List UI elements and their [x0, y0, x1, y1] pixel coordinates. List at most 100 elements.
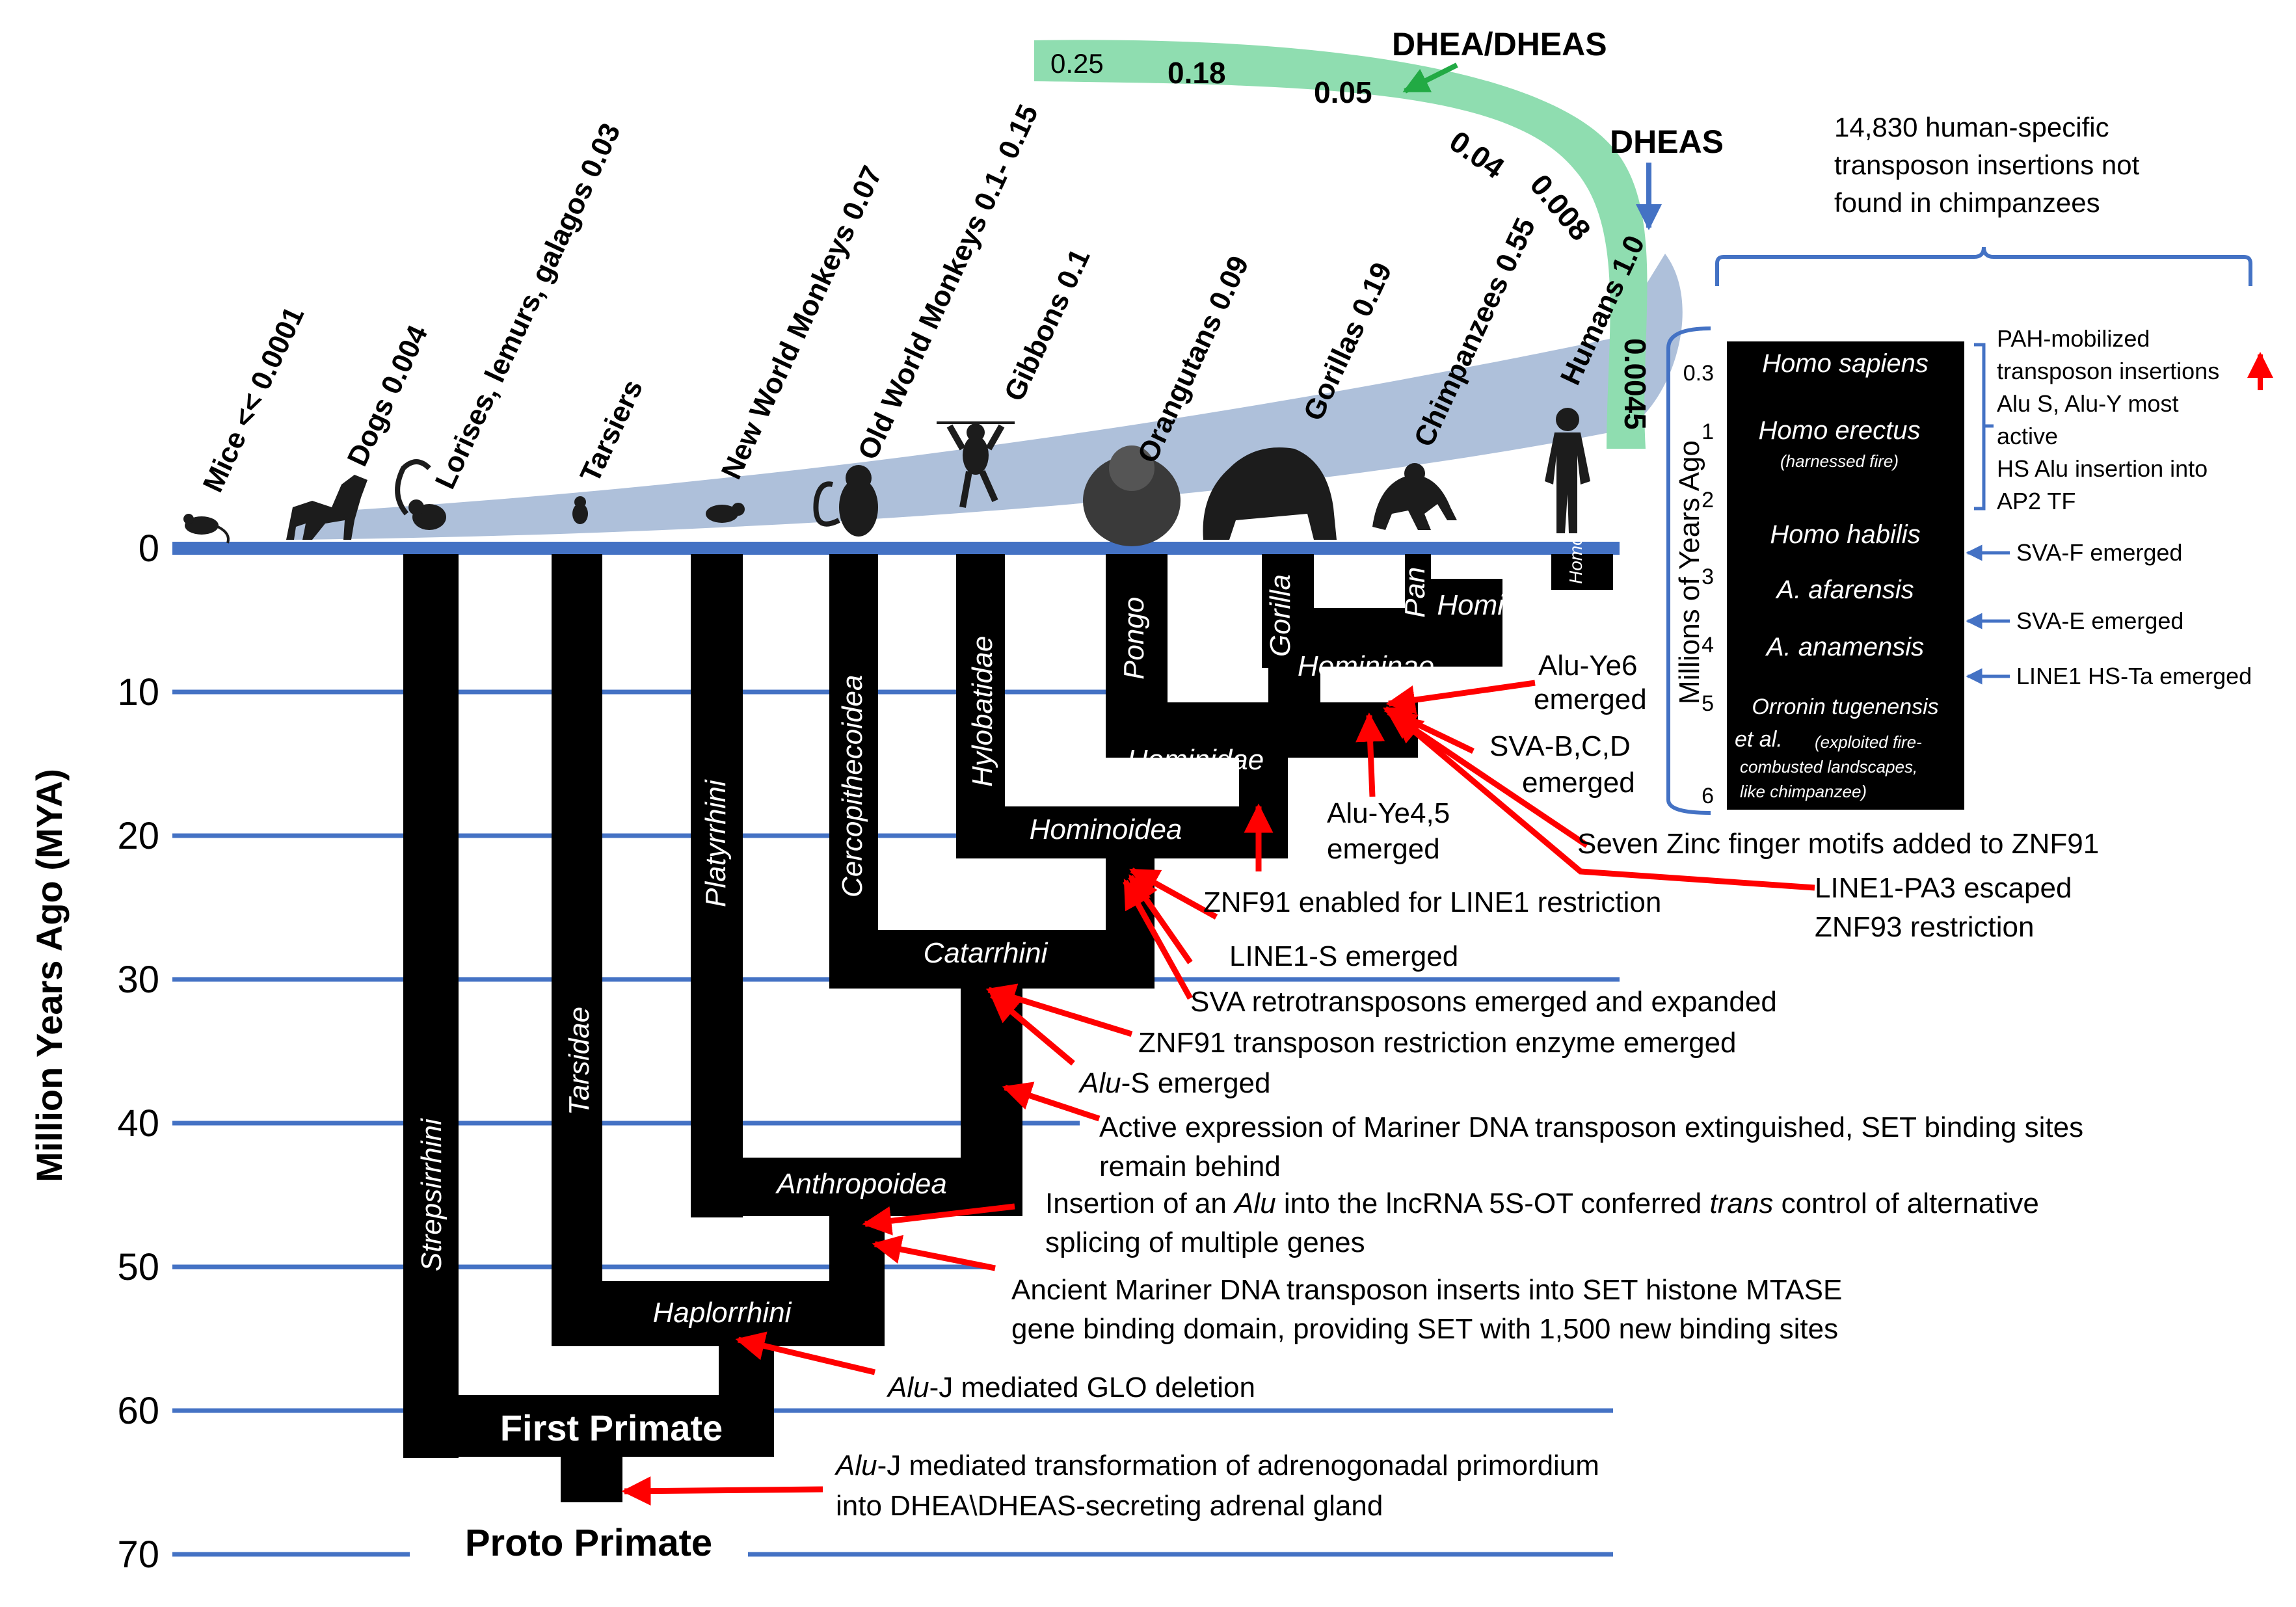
inset-orronin: Orronin tugenensis — [1752, 695, 1938, 719]
orangutan-icon — [1083, 445, 1181, 546]
mouse-icon — [183, 514, 230, 544]
species-ow-monkeys: Old World Monkeys 0.1- 0.15 — [852, 100, 1045, 465]
taxon-hylobatidae: Hylobatidae — [967, 636, 998, 787]
inset-axis-label: Millions of Years Ago — [1674, 440, 1705, 704]
inset-line1-hs-ta: LINE1 HS-Ta emerged — [2016, 663, 2252, 689]
animal-silhouettes — [183, 408, 1590, 546]
taxon-platyrrhini: Platyrrhini — [700, 779, 732, 907]
dhea-dheas-label: DHEA/DHEAS — [1392, 26, 1607, 62]
inset-tick-5: 5 — [1702, 691, 1714, 716]
ann-alu-ye6-l1: Alu-Ye6 — [1538, 650, 1638, 682]
tarsier-icon — [572, 496, 588, 524]
human-icon — [1545, 408, 1590, 533]
ann-alu-ye6-l2: emerged — [1534, 684, 1647, 715]
dhea-blue-band — [293, 254, 1683, 540]
inset-exploited-l3: like chimpanzee) — [1740, 782, 1867, 801]
ann-alu-s-suffix: -S emerged — [1121, 1067, 1271, 1099]
ann-alu-insert-b: Alu — [1233, 1188, 1276, 1219]
inset-species-box — [1727, 341, 1964, 810]
y-tick-30: 30 — [117, 959, 159, 1001]
inset-tick-6: 6 — [1702, 784, 1714, 808]
inset-tick-2: 2 — [1702, 488, 1714, 512]
ann-alu-insert-a: Insertion of an — [1045, 1188, 1235, 1219]
ann-znf91-enabled: ZNF91 enabled for LINE1 restriction — [1203, 886, 1661, 918]
y-tick-40: 40 — [117, 1102, 159, 1145]
species-gibbons: Gibbons 0.1 — [998, 244, 1097, 406]
dhea-value-0: 0.25 — [1050, 48, 1104, 79]
ann-line1-pa3-l2: ZNF93 restriction — [1815, 911, 2034, 943]
taxon-pongo: Pongo — [1118, 597, 1150, 680]
gibbon-icon — [937, 421, 1015, 508]
inset-et-al: et al. — [1735, 727, 1783, 752]
species-tarsiers: Tarsiers — [574, 375, 649, 487]
inset-sva-e: SVA-E emerged — [2016, 607, 2183, 634]
dhea-value-5: 0.0045 — [1618, 338, 1652, 430]
inset-tick-3: 3 — [1702, 564, 1714, 589]
taxon-pan: Pan — [1399, 567, 1431, 618]
taxon-anthropoidea: Anthropoidea — [775, 1168, 947, 1200]
ann-sva-retro: SVA retrotransposons emerged and expande… — [1190, 986, 1777, 1018]
ann-alu-s-prefix: Alu — [1078, 1067, 1121, 1099]
taxon-strepsirrhini: Strepsirrhini — [416, 1118, 447, 1271]
chimpanzee-icon — [1372, 463, 1457, 530]
ann-mariner-ancient-l1: Ancient Mariner DNA transposon inserts i… — [1011, 1274, 1842, 1306]
ann-alu-ye45-l2: emerged — [1327, 833, 1440, 865]
dhea-value-2: 0.05 — [1314, 75, 1372, 109]
ann-alu-insert-l2: splicing of multiple genes — [1045, 1227, 1365, 1258]
dheas-label: DHEAS — [1610, 124, 1724, 160]
inset-pah-l5: HS Alu insertion into — [1997, 455, 2208, 482]
inset-pah-l3: Alu S, Alu-Y most — [1997, 390, 2178, 417]
y-tick-70: 70 — [117, 1534, 159, 1576]
dhea-value-1: 0.18 — [1168, 56, 1226, 90]
dhea-value-3: 0.04 — [1443, 124, 1511, 185]
red-arrows — [621, 680, 1815, 1506]
species-dogs: Dogs 0.004 — [341, 320, 434, 471]
ann-alu-insert-l1: Insertion of an Alu into the lncRNA 5S-O… — [1045, 1188, 2039, 1219]
ann-alu-ye45-l1: Alu-Ye4,5 — [1327, 797, 1450, 829]
inset-pah-l4: active — [1997, 423, 2058, 449]
ann-aluj-glo-prefix: Alu — [886, 1372, 929, 1403]
taxon-first-primate: First Primate — [500, 1407, 723, 1448]
inset-pah-l6: AP2 TF — [1997, 488, 2076, 514]
taxon-hominoidea: Hominoidea — [1030, 814, 1182, 845]
species-mice: Mice << 0.0001 — [197, 302, 311, 497]
y-tick-10: 10 — [117, 671, 159, 713]
y-axis-label: Million Years Ago (MYA) — [29, 769, 70, 1182]
taxon-haplorrhini: Haplorrhini — [653, 1297, 792, 1329]
inset-exploited-l1: (exploited fire- — [1815, 732, 1922, 752]
ann-sva-bcd-l1: SVA-B,C,D — [1489, 730, 1631, 762]
taxon-hominini: Hominini — [1437, 589, 1549, 621]
y-tick-0: 0 — [139, 527, 159, 570]
ann-line1-pa3-l1: LINE1-PA3 escaped — [1815, 872, 2072, 904]
inset-pah-l1: PAH-mobilized — [1997, 325, 2150, 352]
species-labels: Mice << 0.0001 Dogs 0.004 Lorises, lemur… — [197, 100, 1651, 498]
taxon-proto-primate: Proto Primate — [465, 1522, 712, 1564]
inset-harnessed-fire: (harnessed fire) — [1780, 451, 1899, 471]
inset-header-l2: transposon insertions not — [1834, 150, 2140, 180]
dhea-green-band — [1034, 40, 1648, 449]
ann-aluj-glo: Alu-J mediated GLO deletion — [886, 1372, 1255, 1403]
gorilla-icon — [1203, 447, 1337, 540]
inset-homo-sapiens: Homo sapiens — [1762, 349, 1929, 378]
inset-exploited-l2: combusted landscapes, — [1740, 757, 1917, 777]
taxon-catarrhini: Catarrhini — [924, 937, 1048, 969]
ann-alu-insert-c: into the lncRNA 5S-OT conferred — [1276, 1188, 1710, 1219]
ann-seven-zinc: Seven Zinc finger motifs added to ZNF91 — [1577, 828, 2099, 860]
ow-monkey-icon — [813, 465, 878, 537]
taxon-cercopithecoidea: Cercopithecoidea — [836, 675, 868, 897]
taxon-tarsidae: Tarsidae — [563, 1007, 595, 1115]
dhea-green-arrow — [1402, 62, 1458, 94]
y-tick-20: 20 — [117, 815, 159, 857]
y-tick-50: 50 — [117, 1246, 159, 1288]
nw-monkey-icon — [706, 503, 745, 523]
taxon-gorilla: Gorilla — [1264, 574, 1296, 657]
ann-line1-s: LINE1-S emerged — [1229, 940, 1458, 972]
inset-tick-4: 4 — [1702, 633, 1714, 657]
ann-sva-bcd-l2: emerged — [1522, 767, 1635, 799]
ann-znf91-enzyme: ZNF91 transposon restriction enzyme emer… — [1138, 1027, 1737, 1059]
inset-sva-f: SVA-F emerged — [2016, 539, 2182, 566]
ann-alu-insert-e: control of alternative — [1773, 1188, 2038, 1219]
inset-homo-erectus: Homo erectus — [1759, 416, 1921, 445]
ann-aluj-adrenal-l2: into DHEA\DHEAS-secreting adrenal gland — [836, 1490, 1383, 1522]
